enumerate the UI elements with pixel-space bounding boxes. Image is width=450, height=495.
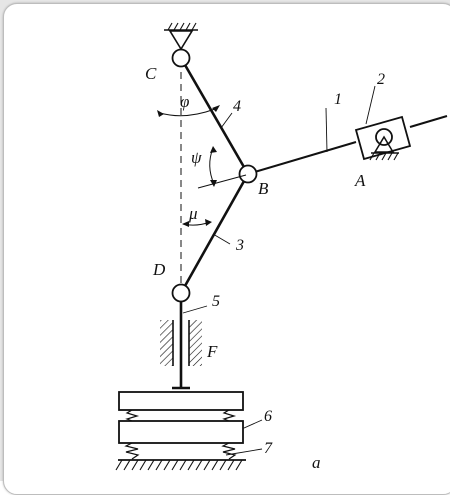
part-number-5: 5 bbox=[212, 293, 220, 310]
mechanism-diagram: C B A D F φ ψ μ 1 2 3 4 5 6 7 a bbox=[115, 22, 448, 472]
label-phi: φ bbox=[180, 92, 189, 111]
part-number-7: 7 bbox=[264, 440, 273, 457]
top-support bbox=[164, 22, 198, 51]
part-number-4: 4 bbox=[233, 98, 241, 115]
part-number-6: 6 bbox=[264, 408, 272, 425]
joint-c bbox=[171, 48, 191, 68]
link-1-extension bbox=[409, 115, 448, 128]
label-f: F bbox=[206, 342, 218, 361]
guide-f bbox=[160, 320, 202, 366]
angle-mu-arc bbox=[182, 219, 212, 227]
upper-plate bbox=[118, 391, 244, 411]
joint-d bbox=[171, 283, 191, 303]
link-4 bbox=[179, 57, 250, 175]
label-a: A bbox=[354, 171, 366, 190]
angle-phi-arc bbox=[157, 105, 220, 117]
label-b: B bbox=[258, 179, 269, 198]
figure-label: a bbox=[312, 453, 321, 472]
label-c: C bbox=[145, 64, 157, 83]
lower-springs bbox=[124, 442, 237, 460]
label-mu: μ bbox=[188, 204, 198, 223]
part-number-2: 2 bbox=[377, 71, 385, 88]
diagram-card bbox=[3, 3, 450, 495]
joint-b bbox=[238, 164, 258, 184]
label-psi: ψ bbox=[191, 148, 202, 167]
label-d: D bbox=[152, 260, 166, 279]
slider-block bbox=[354, 115, 412, 161]
part-number-1: 1 bbox=[334, 91, 342, 108]
link-1 bbox=[247, 141, 357, 175]
ground-7 bbox=[115, 459, 246, 471]
part-number-3: 3 bbox=[235, 237, 244, 254]
upper-springs bbox=[125, 409, 237, 422]
plate-6 bbox=[118, 420, 244, 444]
link-3 bbox=[179, 173, 250, 294]
angle-psi-arc bbox=[197, 146, 247, 189]
